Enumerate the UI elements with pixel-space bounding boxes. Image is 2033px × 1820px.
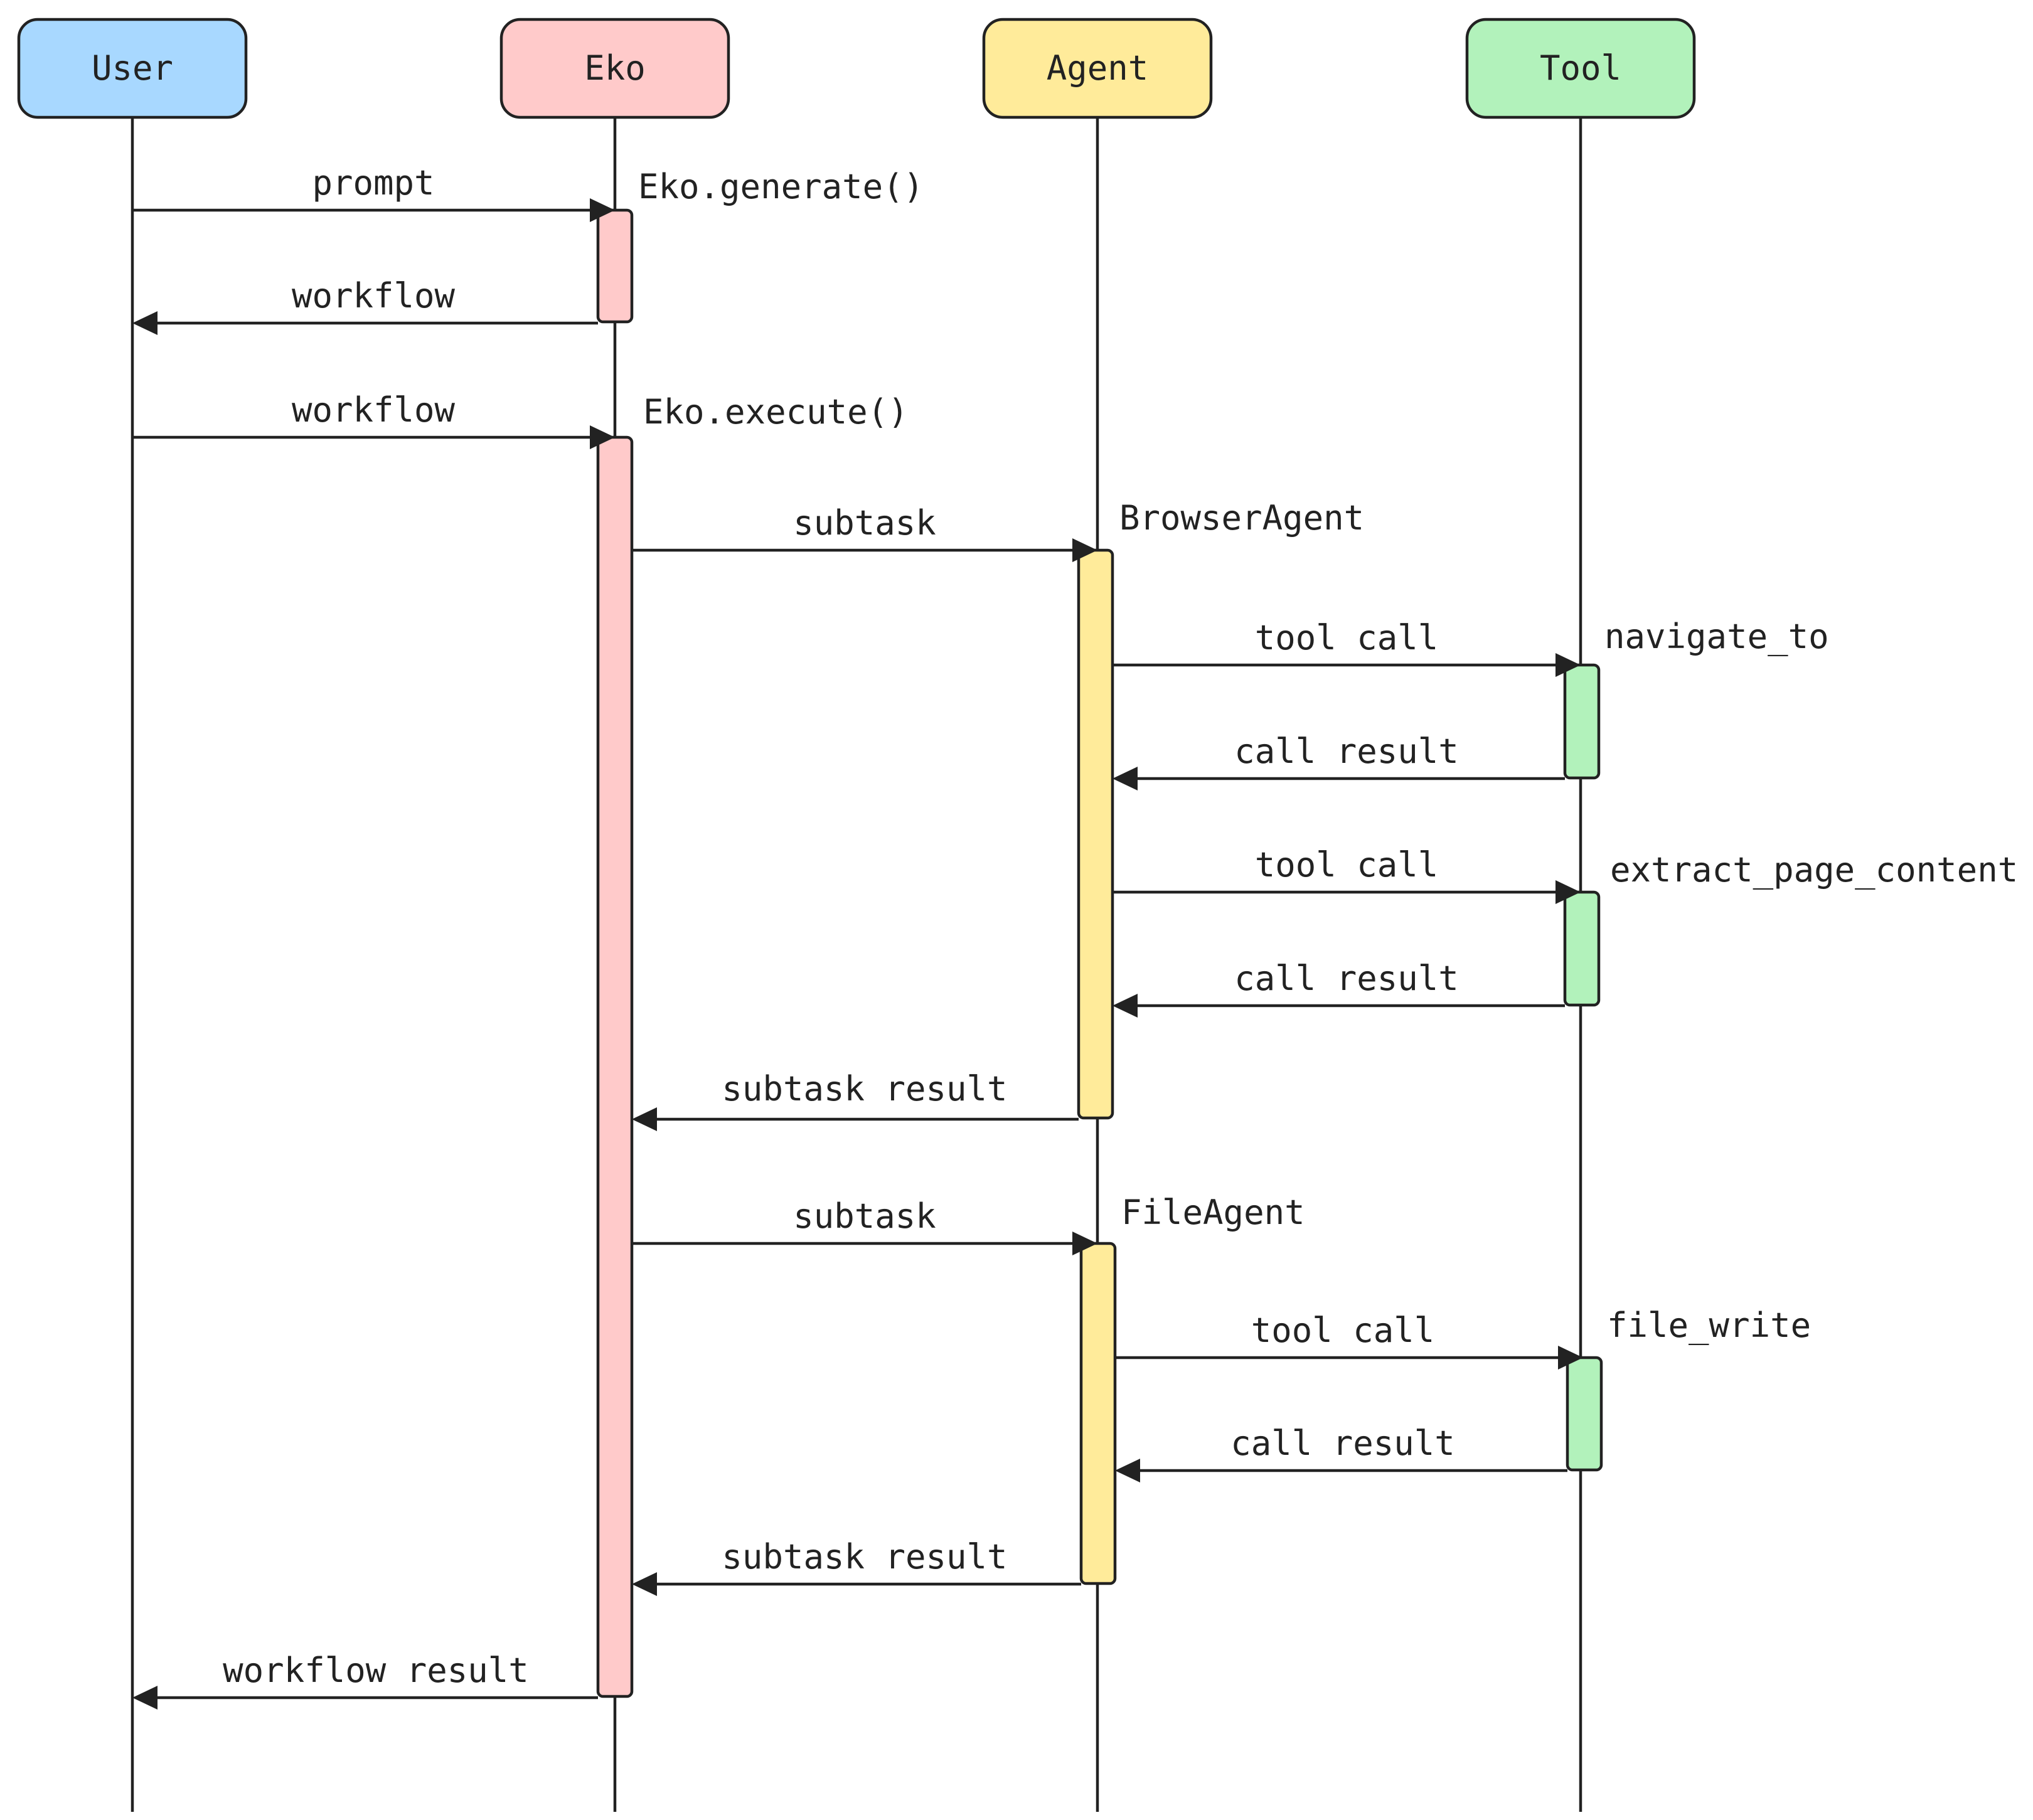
message-label: subtask result bbox=[722, 1537, 1007, 1577]
activation-bar-agent bbox=[1079, 1242, 1117, 1585]
arrow-left-icon bbox=[132, 311, 157, 335]
activations bbox=[596, 208, 1603, 1698]
message-label: prompt bbox=[312, 163, 434, 203]
arrow-left-icon bbox=[632, 1107, 657, 1131]
arrow-right-icon bbox=[1555, 653, 1581, 677]
participant-label-eko: Eko bbox=[584, 48, 646, 88]
participant-label-user: User bbox=[92, 48, 173, 88]
activation-label-file-write: file_write bbox=[1607, 1306, 1811, 1345]
arrow-right-icon bbox=[1072, 1232, 1097, 1255]
messages: prompt workflow workflow subtask tool call ca… bbox=[132, 163, 1583, 1710]
arrow-right-icon bbox=[590, 425, 615, 449]
activation-bar-tool bbox=[1563, 890, 1601, 1007]
arrow-left-icon bbox=[1115, 1459, 1140, 1482]
message-label: subtask bbox=[793, 503, 936, 543]
participant-label-tool: Tool bbox=[1540, 48, 1621, 88]
activation-label-eko-execute: Eko.execute() bbox=[643, 392, 909, 432]
message-label: workflow bbox=[292, 276, 456, 316]
message-label: call result bbox=[1234, 732, 1459, 771]
message-label: tool call bbox=[1251, 1311, 1435, 1350]
arrow-left-icon bbox=[1113, 767, 1138, 790]
arrow-right-icon bbox=[1555, 880, 1581, 904]
arrow-left-icon bbox=[132, 1686, 157, 1710]
activation-bar-agent bbox=[1077, 548, 1114, 1120]
activation-label-extract-page-content: extract_page_content bbox=[1610, 850, 2018, 890]
activation-label-eko-generate: Eko.generate() bbox=[638, 167, 924, 206]
arrow-left-icon bbox=[1113, 994, 1138, 1018]
message-label: call result bbox=[1230, 1424, 1455, 1463]
participant-box-agent bbox=[982, 18, 1213, 119]
participant-box-tool bbox=[1465, 18, 1696, 119]
message-label: subtask result bbox=[722, 1069, 1007, 1109]
participant-box-user bbox=[17, 18, 248, 119]
message-label: tool call bbox=[1255, 845, 1439, 885]
activation-label-navigate-to: navigate_to bbox=[1604, 617, 1829, 656]
activation-label-file-agent: FileAgent bbox=[1121, 1193, 1305, 1232]
activation-bar-eko bbox=[596, 435, 634, 1698]
message-label: tool call bbox=[1255, 618, 1439, 657]
activation-bar-eko bbox=[596, 208, 634, 324]
message-label: workflow result bbox=[223, 1651, 529, 1690]
arrow-right-icon bbox=[1072, 538, 1097, 562]
arrow-left-icon bbox=[632, 1572, 657, 1596]
activation-labels: Eko.generate() Eko.execute() BrowserAgent n… bbox=[638, 167, 2018, 1345]
arrow-right-icon bbox=[1558, 1346, 1583, 1370]
actors: User Eko Agent Tool bbox=[17, 18, 1696, 119]
activation-bar-tool bbox=[1563, 663, 1601, 780]
participant-label-agent: Agent bbox=[1047, 48, 1149, 88]
arrow-right-icon bbox=[590, 198, 615, 222]
participant-box-eko bbox=[499, 18, 730, 119]
message-label: call result bbox=[1234, 959, 1459, 998]
activation-label-browser-agent: BrowserAgent bbox=[1119, 498, 1364, 538]
message-label: subtask bbox=[793, 1196, 936, 1236]
activation-bar-tool bbox=[1566, 1356, 1603, 1472]
message-label: workflow bbox=[292, 390, 456, 430]
